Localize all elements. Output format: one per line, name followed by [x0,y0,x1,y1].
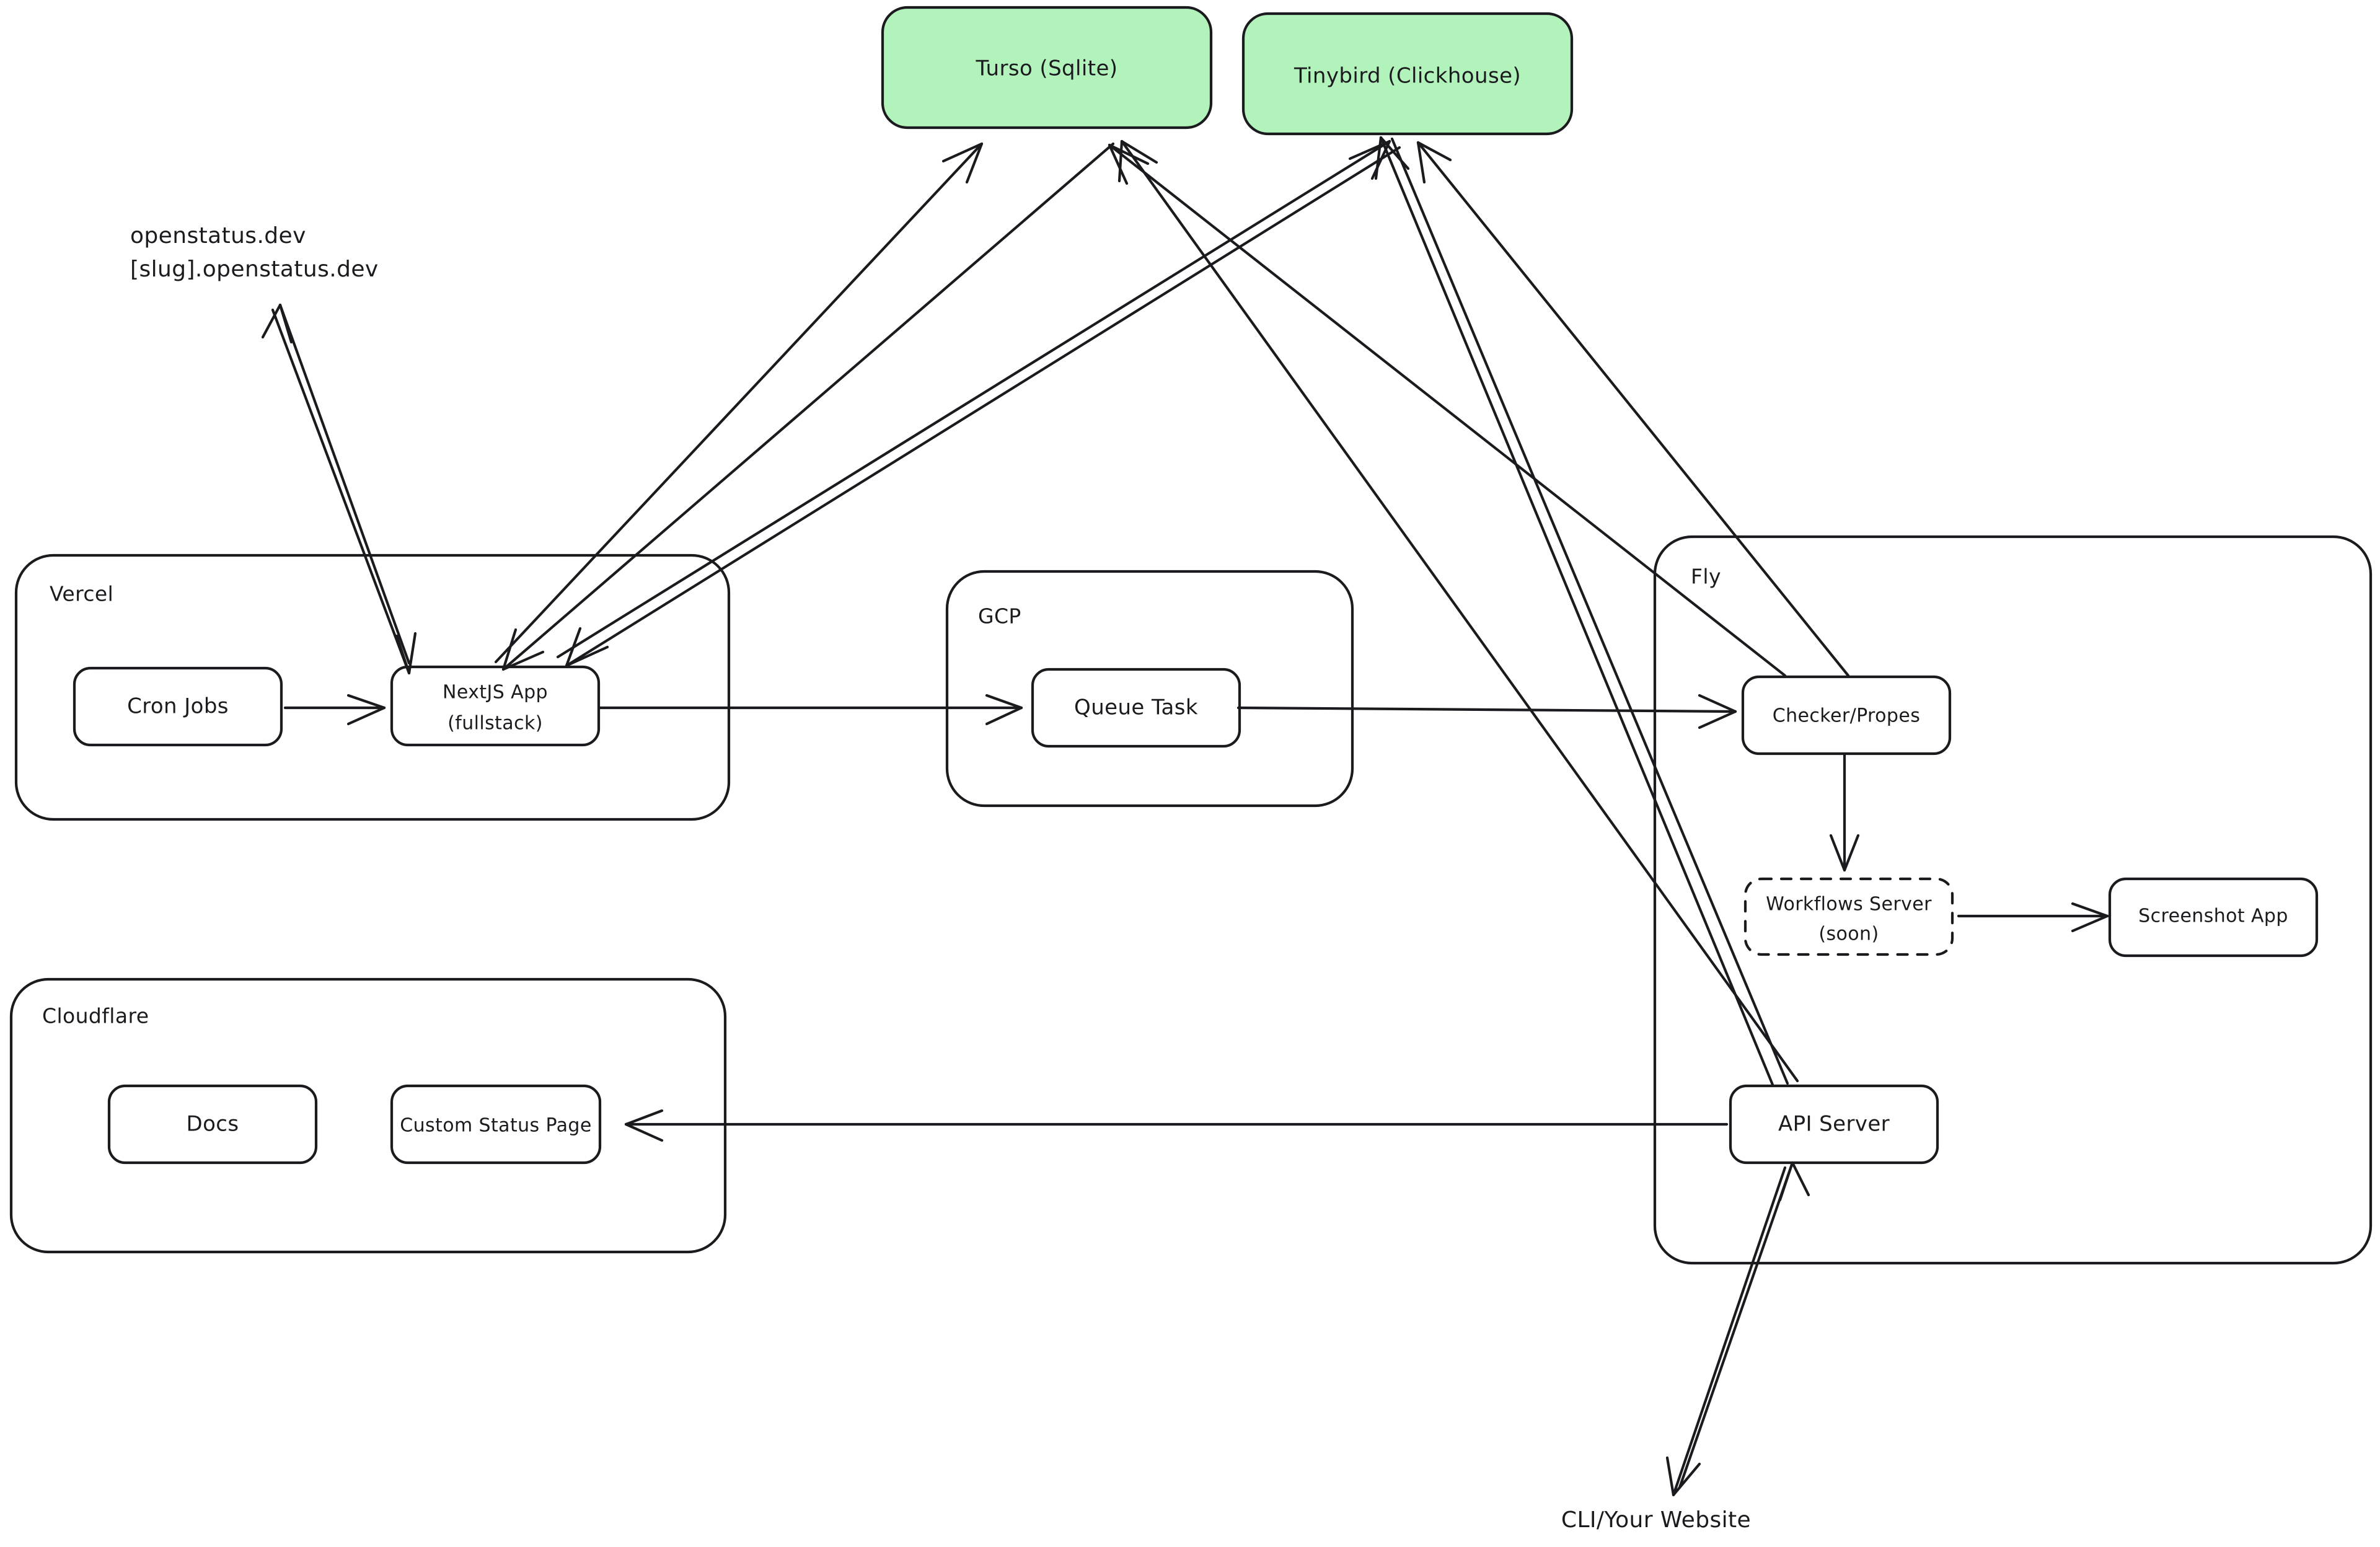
node-label-turso: Turso (Sqlite) [976,56,1118,81]
edge-cron-to-nextjs [283,694,386,726]
node-label-docs: Docs [187,1112,239,1137]
edge-api-to-tinybird [1374,136,1789,1086]
node-nextjs-app-box[interactable] [390,665,601,747]
group-label-fly: Fly [1691,565,1721,589]
node-turso-box[interactable] [881,6,1213,130]
label-client: CLI/Your Website [1561,1507,1751,1533]
group-fly-outline [1653,535,2373,1265]
label-domain-slug: [slug].openstatus.dev [130,257,379,282]
group-label-vercel: Vercel [50,582,113,606]
edge-checker-to-tinybird [1416,141,1850,677]
node-label-tinybird: Tinybird (Clickhouse) [1294,64,1521,89]
edge-nextjs-to-queue [598,694,1023,726]
edge-queue-to-checker [1236,694,1737,729]
node-label-custom-status-page: Custom Status Page [400,1115,591,1137]
edge-api-to-status-page [624,1109,1729,1142]
node-custom-status-page-box[interactable] [390,1084,602,1165]
node-screenshot-app-box[interactable] [2108,877,2319,958]
node-label-workflows-server: Workflows Server [1766,894,1932,915]
node-label-workflows-server-sub: (soon) [1818,923,1879,945]
edge-client-to-api [1665,1161,1810,1497]
label-domain-root: openstatus.dev [130,223,306,249]
group-cloudflare-outline [9,977,727,1254]
node-api-server-box[interactable] [1729,1084,1939,1165]
edge-api-to-turso [1117,139,1799,1083]
group-label-cloudflare: Cloudflare [42,1004,149,1028]
node-workflows-server-box[interactable] [1743,877,1954,956]
edge-workflows-to-screenshot [1957,902,2109,933]
edge-nextjs-to-tinybird [556,139,1401,668]
node-label-cron-jobs: Cron Jobs [127,694,229,719]
edge-checker-to-workflows [1829,753,1860,872]
node-label-nextjs-app-sub: (fullstack) [447,713,543,734]
node-cron-jobs-box[interactable] [73,666,283,747]
node-label-checker-probes: Checker/Propes [1773,705,1920,727]
group-gcp-outline [945,570,1354,808]
group-vercel-outline [14,553,731,821]
node-checker-probes-box[interactable] [1741,675,1952,756]
group-label-gcp: GCP [978,604,1021,628]
node-tinybird-box[interactable] [1241,12,1574,136]
node-docs-box[interactable] [107,1084,318,1165]
edge-checker-to-turso [1108,143,1787,677]
node-queue-task-box[interactable] [1031,668,1241,748]
node-label-nextjs-app: NextJS App [443,682,548,703]
node-label-screenshot-app: Screenshot App [2138,906,2288,927]
node-label-queue-task: Queue Task [1074,695,1198,720]
node-label-api-server: API Server [1778,1112,1890,1137]
